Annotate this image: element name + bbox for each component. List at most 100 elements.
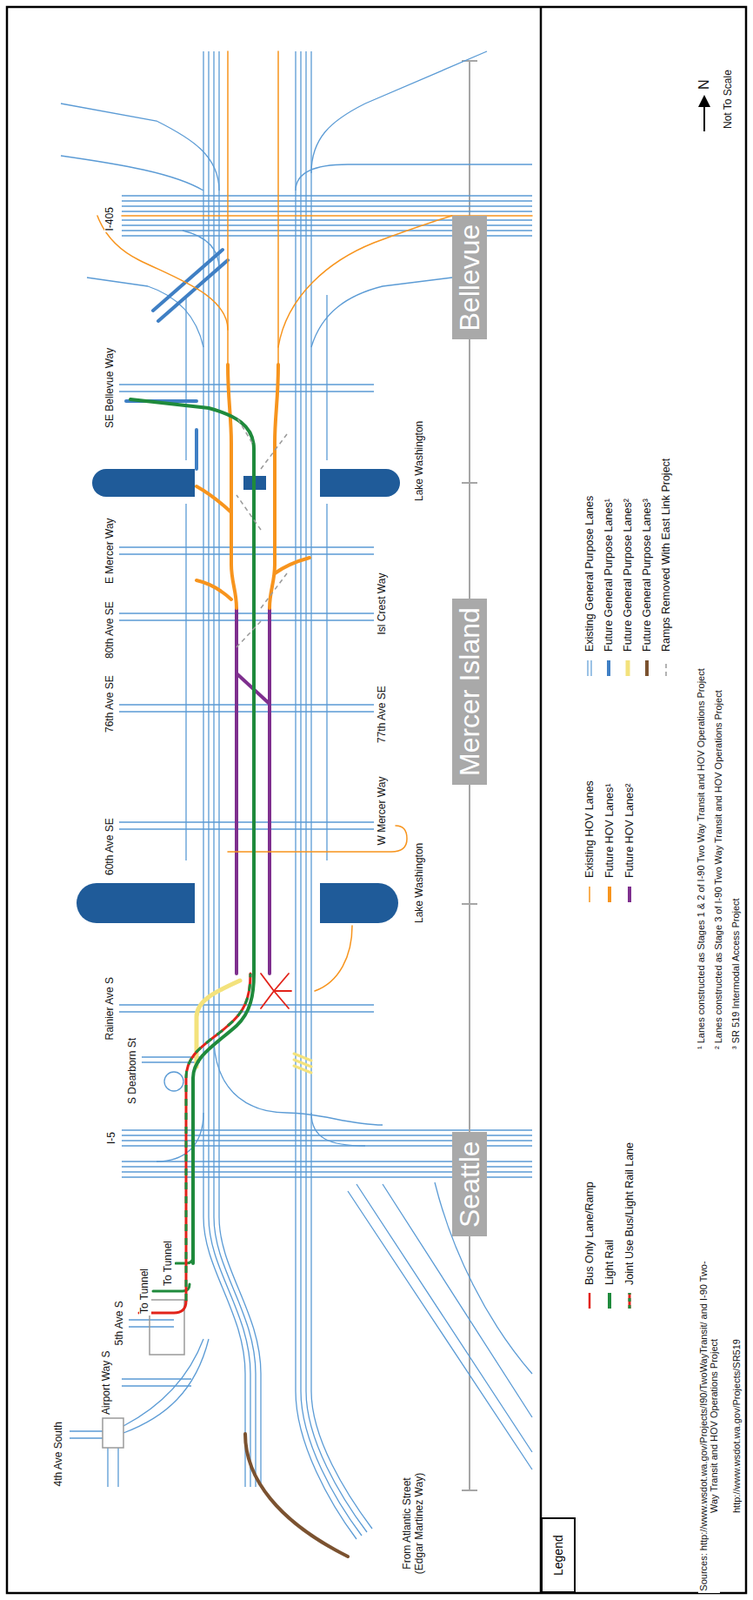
legend-text: Future General Purpose Lanes¹ xyxy=(602,496,615,654)
transit-lane xyxy=(260,972,292,1008)
city-band: Mercer Island xyxy=(452,598,487,785)
general-purpose-lane xyxy=(300,51,362,1535)
general-purpose-lane xyxy=(156,1112,204,1161)
street-label: S Dearborn St xyxy=(126,1035,140,1106)
legend-sample xyxy=(606,659,611,676)
interchange-box xyxy=(102,1417,124,1447)
general-purpose-lane xyxy=(182,230,220,269)
north-arrow xyxy=(698,94,711,107)
street-label: Isl Crest Way xyxy=(376,571,389,637)
sheet-frame xyxy=(6,6,747,1593)
street-label: Airport Way S xyxy=(100,1347,114,1416)
general-purpose-lane xyxy=(121,1378,192,1386)
general-purpose-lane xyxy=(203,51,246,1487)
node-text: Bellevue xyxy=(453,224,487,332)
scale-connector xyxy=(468,339,471,599)
legend-sample xyxy=(628,1292,632,1308)
future-general-purpose-lane xyxy=(126,249,348,1556)
general-purpose-lane xyxy=(107,1446,119,1487)
city-band: Bellevue xyxy=(452,215,487,340)
transit-lane xyxy=(186,972,251,1300)
general-purpose-lane xyxy=(306,51,367,1532)
street-label: 60th Ave SE xyxy=(104,815,117,877)
general-purpose-lane xyxy=(164,1071,184,1091)
legend-sample xyxy=(645,659,649,676)
future-general-purpose-lane xyxy=(293,1052,312,1073)
source-note: Sources: http://www.wsdot.wa.gov/Project… xyxy=(698,1258,720,1593)
general-purpose-lane xyxy=(69,1430,103,1438)
footnote: ¹ Lanes constructed as Stages 1 & 2 of I… xyxy=(695,666,707,1051)
street-label: 80th Ave SE xyxy=(104,599,117,660)
legend-sample xyxy=(588,1292,592,1308)
scale-bar xyxy=(461,1488,478,1491)
general-purpose-lane xyxy=(119,384,374,392)
node-text: Legend xyxy=(550,1533,567,1575)
legend-sample xyxy=(607,886,612,902)
interchange-box xyxy=(149,1299,185,1354)
legend-sample xyxy=(626,659,631,676)
legend-sample xyxy=(588,886,591,902)
general-purpose-lane xyxy=(213,1042,383,1125)
hov-lane xyxy=(278,215,453,347)
general-purpose-lane xyxy=(311,1112,366,1146)
legend-sample xyxy=(587,659,667,1308)
legend-text: Joint Use Bus/Light Rail Lane xyxy=(623,1139,636,1287)
north-arrow xyxy=(703,105,706,132)
legend-sample xyxy=(665,659,667,676)
ramp-label: To Tunnel xyxy=(162,1238,175,1287)
north-arrow xyxy=(698,94,711,132)
transit-lane xyxy=(186,972,251,1300)
source-note: http://www.wsdot.wa.gov/Projects/SR519 xyxy=(731,1336,743,1514)
footnote: ² Lanes constructed as Stage 3 of I-90 T… xyxy=(713,687,725,1051)
interchange-box xyxy=(102,1299,185,1447)
general-purpose-lane xyxy=(208,51,251,1487)
street-label: 4th Ave South xyxy=(53,1419,66,1488)
hov-lane xyxy=(227,51,279,365)
city-band: Seattle xyxy=(452,1131,487,1236)
removed-ramp xyxy=(236,416,287,647)
scale-note: Not To Scale xyxy=(722,67,735,131)
street-label: Rainier Ave S xyxy=(104,974,117,1042)
scale-connector xyxy=(468,784,471,1132)
general-purpose-lane xyxy=(347,1181,533,1469)
lake-label: Lake Washington xyxy=(413,419,427,503)
legend-text: Bus Only Lane/Ramp xyxy=(583,1179,596,1287)
street-label: 5th Ave S xyxy=(113,1298,127,1347)
general-purpose-lane xyxy=(119,613,374,620)
ramp-label: To Tunnel xyxy=(139,1266,152,1315)
hov-lane xyxy=(97,215,228,330)
north-letter: N xyxy=(696,77,713,92)
legend-text: Light Rail xyxy=(603,1237,616,1287)
future-general-purpose-lane xyxy=(126,249,228,469)
legend-text: Future HOV Lanes² xyxy=(623,781,636,880)
hov-lane xyxy=(314,925,353,991)
removed-ramp xyxy=(236,416,287,647)
hov-lane xyxy=(97,51,533,991)
sheet-frame xyxy=(539,6,543,1593)
general-purpose-lane xyxy=(119,546,374,554)
sheet-frame xyxy=(6,6,747,1593)
general-purpose-lane xyxy=(60,51,533,1539)
general-purpose-lane xyxy=(119,704,374,712)
general-purpose-lane xyxy=(311,277,453,347)
general-purpose-lane xyxy=(311,51,373,1528)
legend-text: Ramps Removed With East Link Project xyxy=(659,456,673,654)
legend-text: Existing HOV Lanes xyxy=(583,778,596,880)
general-purpose-lane xyxy=(128,1319,174,1327)
legend-text: Existing General Purpose Lanes xyxy=(583,493,596,654)
legend-sample xyxy=(587,659,592,676)
street-label: 77th Ave SE xyxy=(376,683,389,745)
general-purpose-lane xyxy=(86,277,204,347)
general-purpose-lane xyxy=(121,195,533,212)
street-label: 76th Ave SE xyxy=(104,673,117,734)
general-purpose-lane xyxy=(60,155,204,191)
highway-label: I-5 xyxy=(106,1129,119,1146)
highway-label: I-405 xyxy=(104,205,117,233)
legend-text: Future General Purpose Lanes³ xyxy=(640,496,654,654)
legend-sample xyxy=(607,1292,612,1308)
node-text: Seattle xyxy=(453,1139,487,1227)
footnote: ³ SR 519 Intermodal Access Project xyxy=(730,895,742,1051)
general-purpose-lane xyxy=(186,294,327,460)
general-purpose-lane xyxy=(295,51,357,1539)
